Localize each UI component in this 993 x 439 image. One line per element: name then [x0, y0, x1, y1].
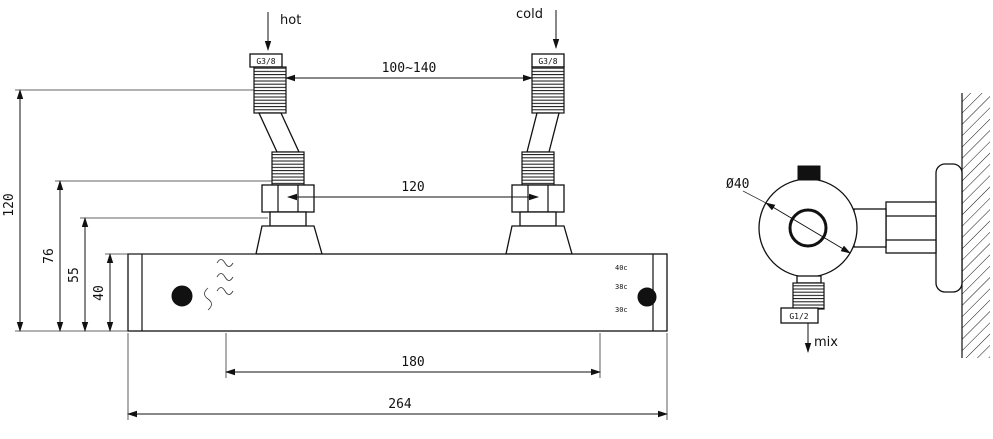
temperature-scale-marks: 40c 38c 30c — [615, 264, 628, 314]
cold-mount-bell — [505, 225, 573, 255]
diameter-dimension: Ø40 — [726, 177, 851, 254]
hot-wave-symbol — [204, 259, 234, 311]
hot-lower-thread-icon — [271, 151, 305, 186]
dim-top-span: 100~140 — [382, 61, 437, 76]
hot-offset-pipe — [257, 112, 301, 153]
hot-flow-arrow: hot — [264, 12, 301, 51]
hot-inlet-assembly: G3/8 — [249, 53, 323, 255]
diameter-label: Ø40 — [726, 177, 749, 192]
side-neck — [853, 208, 887, 248]
dim-overall-length: 264 — [388, 397, 412, 412]
temp-mark-30: 30c — [615, 306, 628, 314]
outlet-thread-label-box — [780, 307, 819, 324]
temp-mark-38: 38c — [615, 283, 628, 291]
hot-upper-thread-icon — [253, 66, 287, 114]
dim-overall-height: 120 — [2, 193, 17, 216]
hot-thread-size-label: G3/8 — [256, 57, 275, 66]
valve-body: 40c 38c 30c — [127, 253, 668, 332]
right-handle-dot — [637, 287, 657, 307]
cold-label: cold — [516, 7, 543, 22]
mix-label: mix — [814, 335, 838, 350]
cold-inlet-assembly: G3/8 — [505, 53, 573, 255]
cold-upper-thread-icon — [531, 66, 565, 114]
hot-label: hot — [280, 13, 301, 28]
valve-body-outline — [127, 253, 668, 332]
left-handle-dot — [171, 285, 193, 307]
side-view: Ø40 G1/2 mix — [726, 93, 990, 358]
diameter-line — [765, 202, 851, 254]
hot-union-nut — [261, 184, 315, 213]
top-knob — [797, 165, 821, 181]
temp-mark-40: 40c — [615, 264, 628, 272]
cold-thread-size-label: G3/8 — [538, 57, 557, 66]
dimensions: 100~140 120 120 76 55 40 180 — [2, 61, 668, 420]
dim-height-40: 40 — [92, 285, 107, 301]
front-view: G3/8 G3/8 — [2, 7, 668, 420]
hot-collar — [269, 211, 307, 227]
dim-height-55: 55 — [67, 267, 82, 283]
dim-height-76: 76 — [42, 248, 57, 264]
cold-flow-arrow: cold — [516, 7, 560, 49]
dim-mount-span: 180 — [401, 355, 424, 370]
hot-mount-bell — [255, 225, 323, 255]
mix-outlet: G1/2 mix — [780, 275, 838, 353]
outlet-thread-icon — [792, 282, 825, 310]
wall-flange — [935, 163, 963, 293]
side-hex-nut — [885, 201, 937, 254]
cold-offset-pipe — [526, 112, 560, 153]
cold-lower-thread-icon — [521, 151, 555, 186]
outlet-thread-size-label: G1/2 — [789, 312, 808, 321]
cold-collar — [519, 211, 557, 227]
outlet-neck — [796, 275, 822, 284]
cold-union-nut — [511, 184, 565, 213]
dim-center-span: 120 — [401, 180, 424, 195]
wall-hatch — [962, 93, 990, 358]
